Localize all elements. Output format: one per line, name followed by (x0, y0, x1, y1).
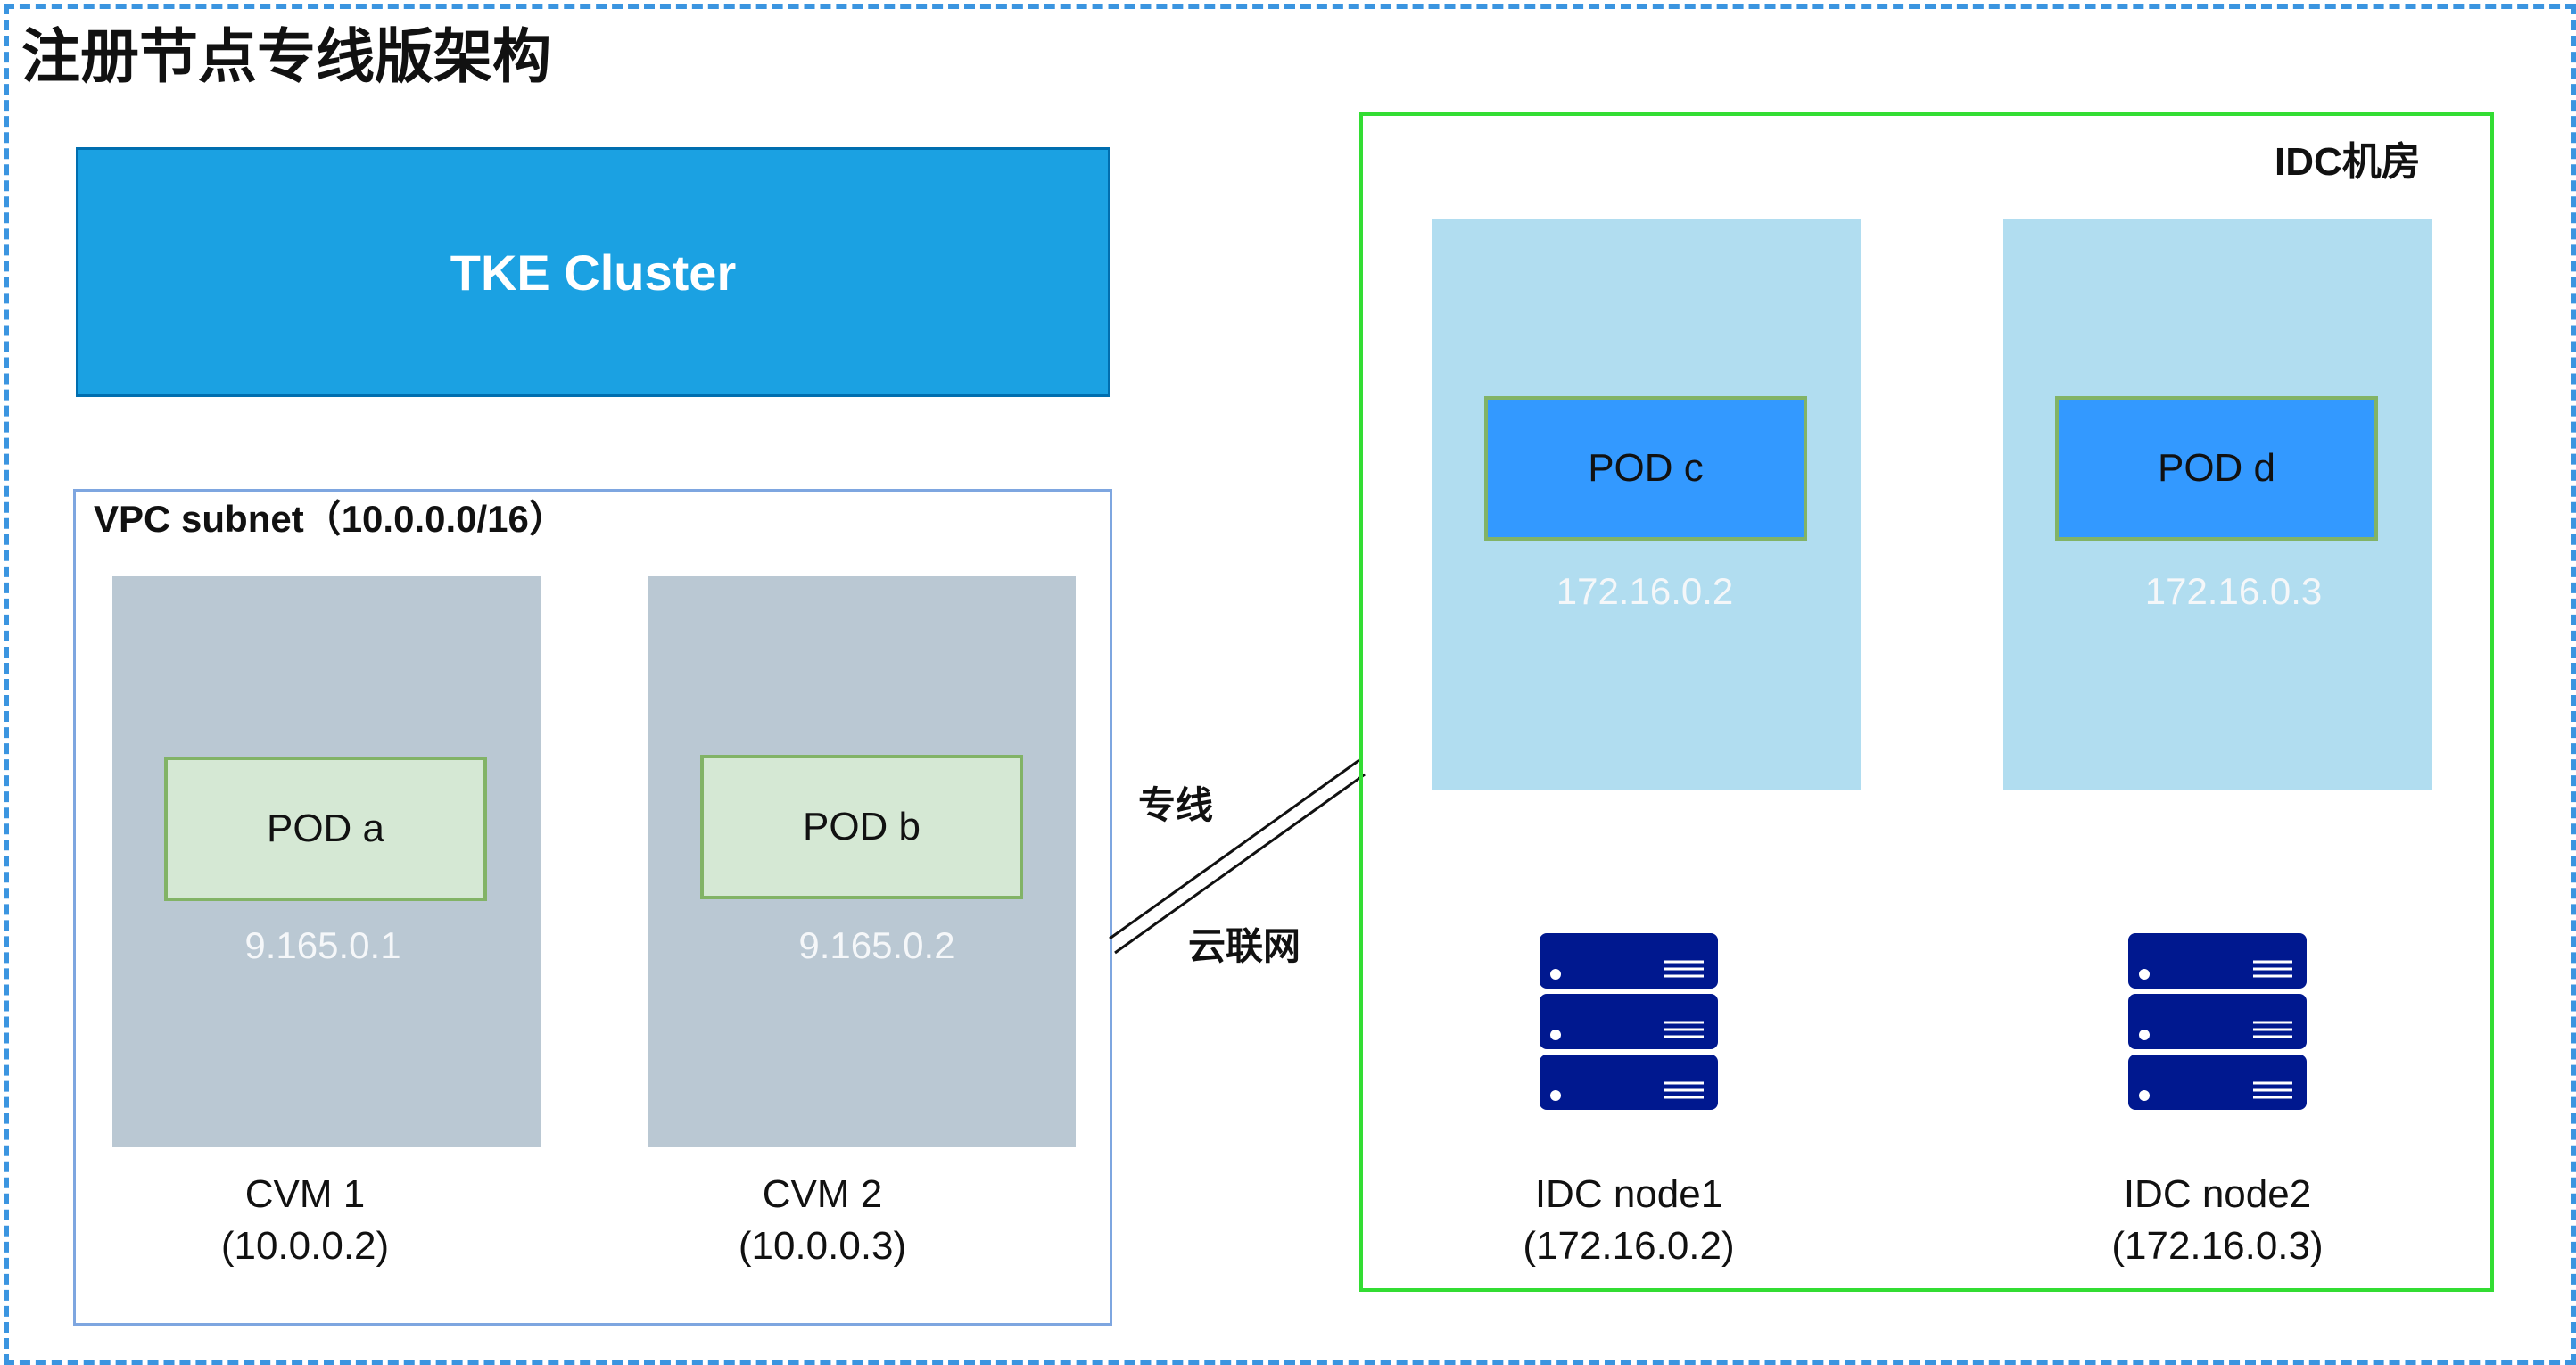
pod-c-label: POD c (1588, 446, 1704, 490)
connection-label-dedicated-line: 专线 (1138, 784, 1214, 826)
pod-c-box: POD c (1484, 396, 1807, 541)
cvm-1-label: CVM 1 (10.0.0.2) (118, 1169, 492, 1272)
pod-a-ip: 9.165.0.1 (244, 924, 401, 966)
idc-node1-label: IDC node1 (172.16.0.2) (1441, 1169, 1816, 1272)
idc-node2-ip: (172.16.0.3) (2111, 1224, 2324, 1268)
pod-d-ip: 172.16.0.3 (2144, 570, 2323, 612)
pod-a-label: POD a (266, 807, 385, 850)
pod-a-box: POD a (164, 757, 487, 901)
pod-d-box: POD d (2055, 396, 2378, 541)
server-rack-icon (2128, 933, 2307, 1110)
cvm-1-ip: (10.0.0.2) (220, 1224, 390, 1268)
pod-d-label: POD d (2157, 446, 2276, 490)
idc-node1-ip: (172.16.0.2) (1523, 1224, 1735, 1268)
idc-node2-name: IDC node2 (2123, 1172, 2312, 1216)
tke-cluster-box: TKE Cluster (76, 147, 1110, 397)
diagram-frame (4, 4, 2576, 1365)
pod-c-ip: 172.16.0.2 (1556, 570, 1734, 612)
cvm-1-name: CVM 1 (244, 1172, 366, 1216)
pod-b-box: POD b (700, 755, 1023, 899)
idc-node1-name: IDC node1 (1534, 1172, 1723, 1216)
idc-room-box (1359, 112, 2494, 1292)
cvm-2-label: CVM 2 (10.0.0.3) (635, 1169, 1010, 1272)
cvm-2-name: CVM 2 (762, 1172, 883, 1216)
cvm-2-ip: (10.0.0.3) (738, 1224, 907, 1268)
vpc-subnet-label: VPC subnet（10.0.0.0/16） (94, 498, 566, 540)
server-rack-icon (1540, 933, 1718, 1110)
idc-node2-label: IDC node2 (172.16.0.3) (2030, 1169, 2405, 1272)
connection-label-ccn: 云联网 (1188, 925, 1301, 967)
diagram-title: 注册节点专线版架构 (21, 22, 551, 91)
tke-cluster-label: TKE Cluster (450, 244, 737, 301)
pod-b-label: POD b (802, 805, 921, 848)
pod-b-ip: 9.165.0.2 (798, 924, 955, 966)
idc-room-label: IDC机房 (2275, 140, 2421, 184)
